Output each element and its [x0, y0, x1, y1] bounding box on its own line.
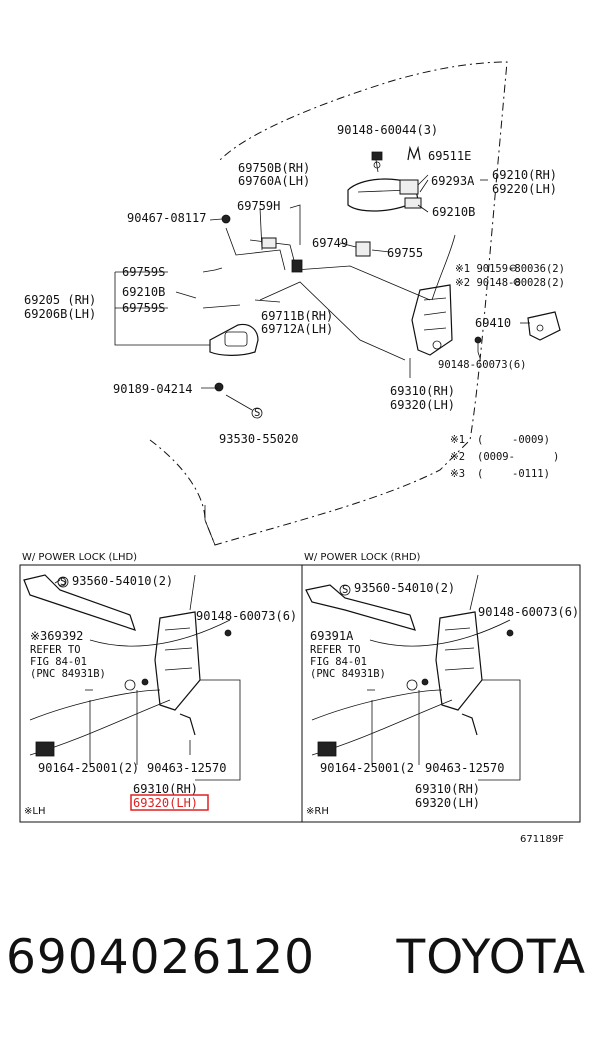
note-2-value: (0009-	[477, 451, 515, 463]
lhd-section-title: W/ POWER LOCK (LHD)	[22, 552, 137, 563]
label-69410: 69410	[475, 316, 511, 330]
leader-lines-upper	[114, 159, 530, 411]
label-69210B-b: 69210B	[122, 285, 165, 299]
striker-69410	[509, 264, 561, 341]
brand-name: TOYOTA	[396, 930, 586, 985]
rhd-corner-label: ※RH	[306, 806, 329, 817]
inside-handle: S	[209, 214, 263, 419]
label-69210RH: 69210(RH)	[492, 168, 557, 182]
rhd-screw-label: 93560-54010(2)	[354, 581, 455, 595]
rhd-section-title: W/ POWER LOCK (RHD)	[304, 552, 421, 563]
rhd-bottom-left-label: 90164-25001(2	[320, 761, 414, 775]
figure-code: 671189F	[520, 834, 564, 845]
outside-handle	[347, 178, 422, 212]
label-69320LH: 69320(LH)	[390, 398, 455, 412]
rhd-bolt-label: 90148-60073(6)	[478, 605, 579, 619]
note-1-open: (	[477, 434, 483, 446]
rhd-labels: S 93560-54010(2) 90148-60073(6) 69391A R…	[306, 581, 579, 817]
lhd-rh-label: 69310(RH)	[133, 782, 198, 796]
label-69511E: 69511E	[428, 149, 471, 163]
notes: ※1 ( -0009) ※2 (0009- ) ※3 ( -0111)	[450, 434, 559, 480]
label-69293A: 69293A	[431, 174, 475, 188]
note-1-mark: ※1	[450, 434, 465, 446]
svg-text:S: S	[254, 407, 260, 419]
note-3-open: (	[477, 468, 483, 480]
rhd-lh-label: 69320(LH)	[415, 796, 480, 810]
rhd-rh-label: 69310(RH)	[415, 782, 480, 796]
label-90467: 90467-08117	[127, 211, 206, 225]
rhd-bottom-right-label: 90463-12570	[425, 761, 504, 775]
rods	[214, 227, 456, 361]
rhd-fig-label: FIG 84-01	[310, 656, 367, 668]
lhd-screw-label: 93560-54010(2)	[72, 574, 173, 588]
note-1-value: -0009)	[512, 434, 550, 446]
lhd-pnc-label: (PNC 84931B)	[30, 668, 106, 680]
label-s2-80028: ※2 90148-80028(2)	[455, 277, 565, 289]
bolt-90148	[474, 336, 482, 352]
label-69205: 69205 (RH)	[24, 293, 96, 307]
rhd-panel	[301, 564, 581, 823]
label-69750B: 69750B(RH)	[238, 161, 310, 175]
lhd-fig-label: FIG 84-01	[30, 656, 87, 668]
label-69755: 69755	[387, 246, 423, 260]
label-s1-80036: ※1 90159-80036(2)	[455, 263, 565, 275]
label-69712A: 69712A(LH)	[261, 322, 333, 336]
door-outline	[149, 61, 508, 546]
clip-icon	[371, 145, 421, 169]
svg-text:S: S	[342, 584, 348, 596]
label-90148-60073: 90148-60073(6)	[438, 359, 527, 371]
label-69760A: 69760A(LH)	[238, 174, 310, 188]
label-69210B-a: 69210B	[432, 205, 475, 219]
label-69711B: 69711B(RH)	[261, 309, 333, 323]
label-69749: 69749	[312, 236, 348, 250]
lhd-lh-label-highlighted: 69320(LH)	[133, 796, 198, 810]
label-69310RH: 69310(RH)	[390, 384, 455, 398]
rhd-drawing	[305, 574, 521, 781]
label-69759H: 69759H	[237, 199, 280, 213]
footer: 6904026120 TOYOTA	[0, 930, 600, 1010]
lhd-bottom-left-label: 90164-25001(2)	[38, 761, 139, 775]
note-3-value: -0111)	[512, 468, 550, 480]
label-69759S-a: 69759S	[122, 265, 165, 279]
label-69759S-b: 69759S	[122, 301, 165, 315]
lhd-corner-label: ※LH	[24, 806, 45, 817]
label-90189: 90189-04214	[113, 382, 192, 396]
door-lock	[411, 284, 453, 356]
rhd-refer-label: REFER TO	[310, 644, 361, 656]
lhd-part-label: ※369392	[30, 629, 83, 643]
rhd-pnc-label: (PNC 84931B)	[310, 668, 386, 680]
rhd-part-label: 69391A	[310, 629, 354, 643]
upper-labels: 90148-60044(3) 69511E 69750B(RH) 69760A(…	[24, 123, 565, 446]
lhd-labels: S 93560-54010(2) 90148-60073(6) ※369392 …	[24, 574, 297, 817]
highlight-box	[130, 794, 209, 811]
label-90148-60044: 90148-60044(3)	[337, 123, 438, 137]
lhd-refer-label: REFER TO	[30, 644, 81, 656]
label-69220LH: 69220(LH)	[492, 182, 557, 196]
svg-text:S: S	[60, 576, 66, 588]
note-3-mark: ※3	[450, 468, 465, 480]
note-2-mark: ※2	[450, 451, 465, 463]
label-93530: 93530-55020	[219, 432, 298, 446]
lhd-bottom-right-label: 90463-12570	[147, 761, 226, 775]
lhd-bolt-label: 90148-60073(6)	[196, 609, 297, 623]
part-number: 6904026120	[6, 930, 316, 985]
label-69206B: 69206B(LH)	[24, 307, 96, 321]
note-2-close: )	[553, 451, 559, 463]
lhd-drawing	[23, 574, 241, 781]
